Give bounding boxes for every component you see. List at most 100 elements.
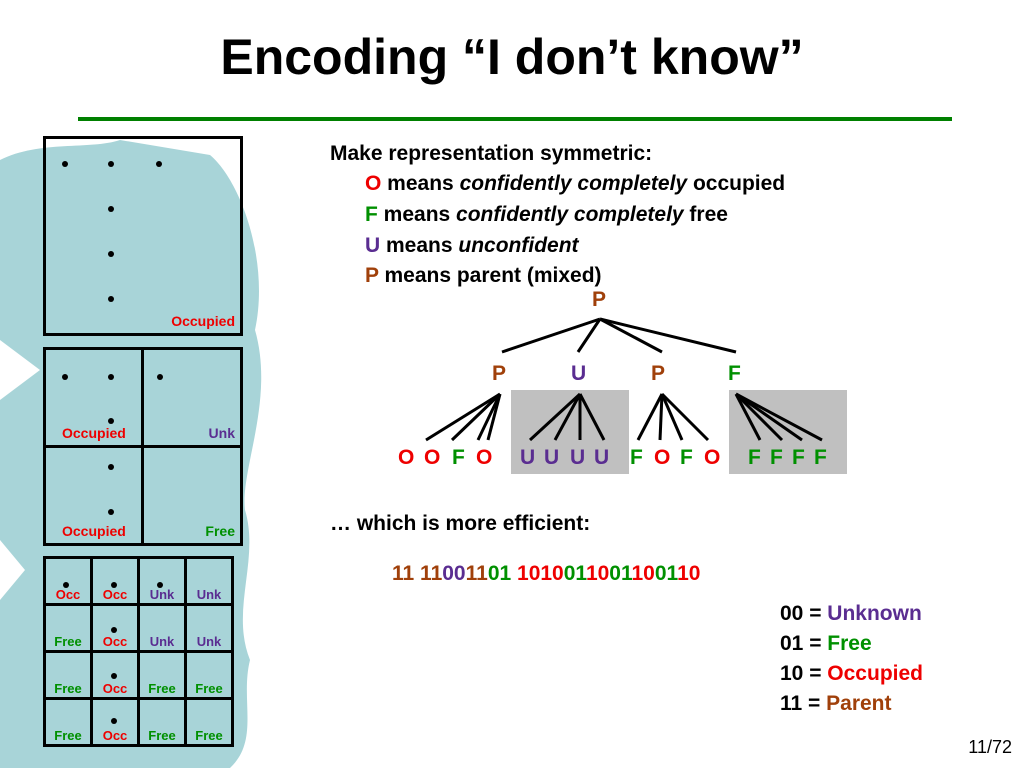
grid1-cell: Occupied — [43, 136, 243, 336]
bits-l1-p2: 11 — [465, 562, 488, 585]
grid3-label: Unk — [149, 587, 175, 602]
legend-o: O means confidently completely occupied — [365, 172, 785, 196]
grid3-label: Free — [54, 728, 82, 743]
grid3-label: Occ — [102, 587, 128, 602]
tree-leaf: U — [520, 446, 536, 469]
grid3-label: Occ — [102, 634, 128, 649]
point — [157, 582, 163, 588]
tree-node-f: F — [728, 362, 741, 385]
code-word: Parent — [826, 692, 892, 715]
code-occupied: 10 = Occupied — [780, 662, 923, 686]
tree-leaf: O — [424, 446, 441, 469]
tree-leaf: F — [630, 446, 643, 469]
tree-root: P — [592, 288, 607, 311]
tree-leaf: F — [680, 446, 693, 469]
grid3-label: Unk — [196, 587, 222, 602]
emphasis-text: unconfident — [458, 234, 579, 257]
page-number: 11/72 — [968, 737, 1012, 757]
tree-node-p2: P — [651, 362, 666, 385]
grid3-label: Unk — [196, 634, 222, 649]
grid3-label: Unk — [149, 634, 175, 649]
emphasis-text: confidently completely — [459, 172, 688, 195]
title-rule — [78, 117, 952, 121]
tree-leaf: F — [792, 446, 805, 469]
point — [108, 418, 114, 424]
bits-leaf: 10 — [585, 562, 610, 585]
tail-text: occupied — [687, 172, 786, 195]
grid3-cell: Free — [184, 697, 234, 747]
letter-p: P — [365, 264, 379, 287]
point — [111, 718, 117, 724]
tree-leaf: F — [814, 446, 827, 469]
point — [111, 627, 117, 633]
bits-leaf: 10 — [631, 562, 655, 585]
bits-leaf: 01 — [654, 562, 678, 585]
grid3-label: Occ — [55, 587, 81, 602]
means-text: means — [380, 234, 459, 257]
point — [62, 374, 68, 380]
label-occupied: Occupied — [62, 425, 126, 441]
efficient-text: … which is more efficient: — [330, 512, 591, 535]
tail-text: free — [683, 203, 728, 226]
letter-o: O — [365, 172, 382, 195]
tree-leaf: O — [398, 446, 415, 469]
means-text: means parent (mixed) — [378, 264, 602, 287]
tree-leaf: U — [544, 446, 560, 469]
letter-f: F — [365, 203, 378, 226]
point — [156, 161, 162, 167]
label-occupied: Occupied — [62, 523, 126, 539]
tree-leaf: O — [476, 446, 493, 469]
tree-leaf: U — [570, 446, 586, 469]
bits-l1-u: 00 — [442, 562, 466, 585]
bits-leaf: 10 — [517, 562, 541, 585]
point — [108, 374, 114, 380]
point — [108, 206, 114, 212]
code-word: Free — [827, 632, 872, 655]
point — [108, 296, 114, 302]
grid3-label: Free — [195, 728, 223, 743]
bits-leaf: 10 — [540, 562, 564, 585]
means-text: means — [377, 203, 457, 226]
slide-title: Encoding “I don’t know” — [220, 29, 804, 85]
code-text: 10 = — [780, 662, 828, 685]
letter-u: U — [365, 234, 381, 257]
bit-string: 11 11001101 1010011001100110 — [392, 562, 700, 586]
bits-l1-p: 11 — [420, 562, 443, 585]
tree-leaf: F — [770, 446, 783, 469]
grid3-label: Free — [54, 681, 82, 696]
point — [108, 464, 114, 470]
grid2-cell-br: Free — [141, 445, 243, 546]
code-unknown: 00 = Unknown — [780, 602, 922, 626]
tree-leaf: F — [452, 446, 465, 469]
intro-text: Make representation symmetric: — [330, 142, 653, 165]
legend-p: P means parent (mixed) — [365, 264, 602, 288]
label-unk: Unk — [208, 425, 235, 441]
point — [111, 673, 117, 679]
grid3-label: Free — [195, 681, 223, 696]
grid3-label: Free — [148, 728, 176, 743]
point — [108, 161, 114, 167]
grid3-label: Free — [148, 681, 176, 696]
legend-f: F means confidently completely free — [365, 203, 728, 227]
tree-leaf: F — [748, 446, 761, 469]
bits-l1-f: 01 — [487, 562, 512, 585]
point — [62, 161, 68, 167]
point — [108, 251, 114, 257]
code-parent: 11 = Parent — [780, 692, 892, 716]
grid3-label: Occ — [102, 728, 128, 743]
tree-node-u: U — [571, 362, 587, 385]
code-word: Unknown — [827, 602, 922, 625]
code-text: 01 = — [780, 632, 828, 655]
label-free: Free — [205, 523, 235, 539]
bits-leaf: 01 — [609, 562, 632, 585]
map-background — [0, 140, 262, 768]
means-text: means — [381, 172, 460, 195]
point — [108, 509, 114, 515]
bits-root: 11 — [392, 562, 415, 585]
code-word: Occupied — [827, 662, 923, 685]
point — [157, 374, 163, 380]
bits-leaf: 01 — [563, 562, 586, 585]
emphasis-text: confidently completely — [456, 203, 684, 226]
tree-leaf: U — [594, 446, 610, 469]
